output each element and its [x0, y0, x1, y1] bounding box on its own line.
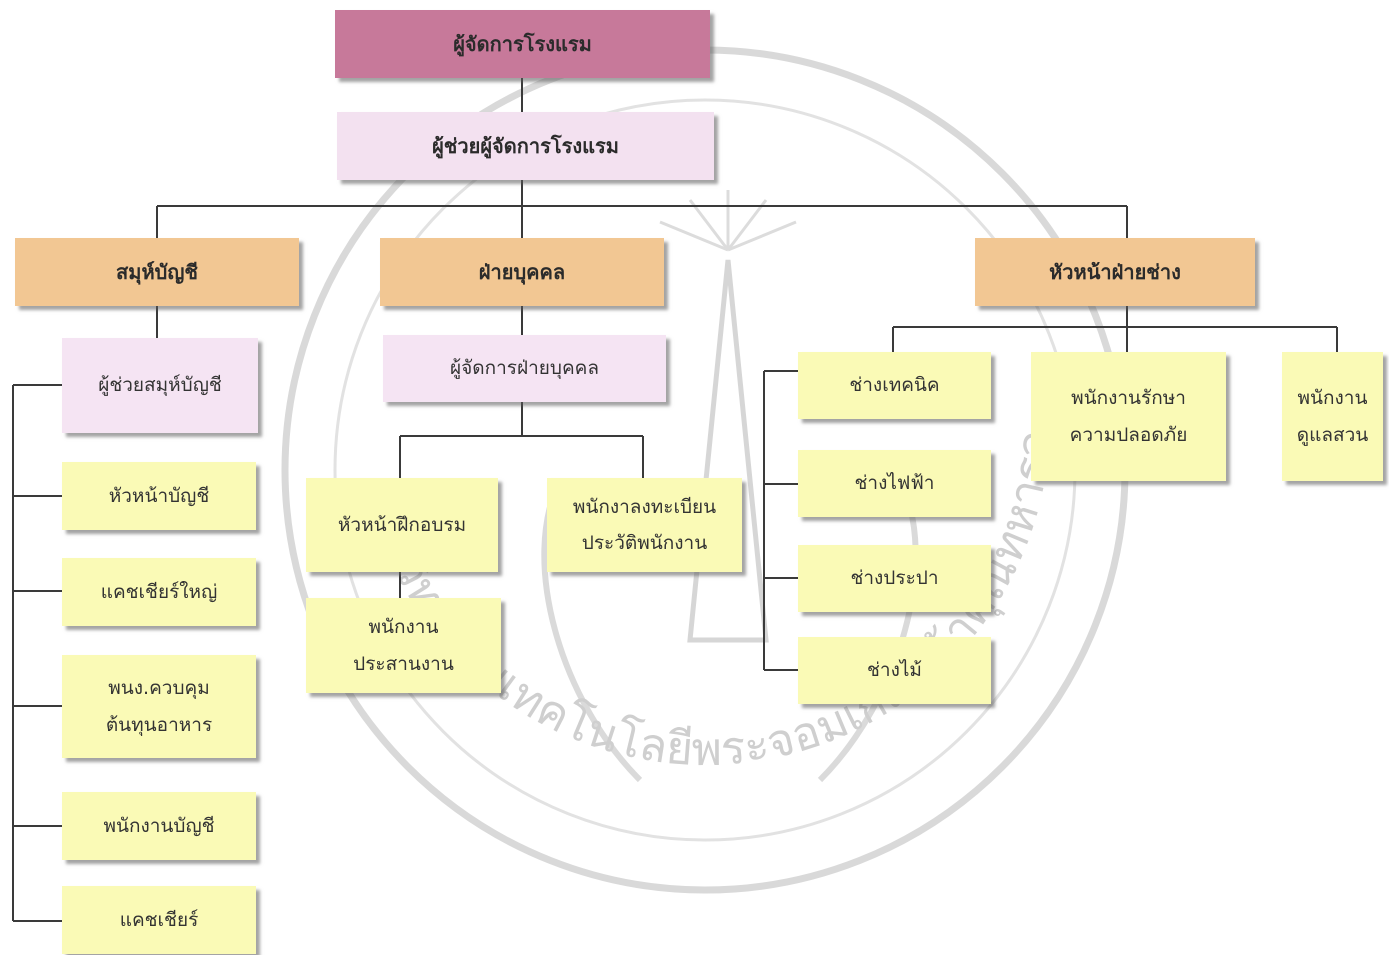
assistant-accounting-box: ผู้ช่วยสมุห์บัญชี [62, 338, 258, 433]
head-cashier-label: แคชเชียร์ใหญ่ [100, 580, 218, 603]
employee-registration-line2: ประวัติพนักงาน [581, 532, 708, 554]
employee-registration-line1: พนักงาลงทะเบียน [572, 495, 717, 518]
coordinator-line2: ประสานงาน [353, 652, 454, 675]
accounting-staff-label: พนักงานบัญชี [103, 814, 215, 837]
accounting-head-label: สมุห์บัญชี [116, 260, 198, 284]
gardener-box: พนักงาน ดูแลสวน [1282, 352, 1383, 481]
hotel-manager-label: ผู้จัดการโรงแรม [453, 32, 592, 56]
technician-label: ช่างเทคนิค [849, 374, 940, 397]
personnel-manager-box: ผู้จัดการฝ่ายบุคคล [383, 335, 666, 402]
plumber-label: ช่างประปา [850, 567, 939, 590]
assistant-manager-box: ผู้ช่วยผู้จัดการโรงแรม [337, 112, 714, 180]
assistant-accounting-label: ผู้ช่วยสมุห์บัญชี [98, 374, 222, 397]
gardener-line2: ดูแลสวน [1296, 423, 1369, 446]
food-cost-controller-box: พนง.ควบคุม ต้นทุนอาหาร [62, 655, 256, 758]
chief-accountant-box: หัวหน้าบัญชี [62, 462, 256, 530]
personnel-dept-box: ฝ่ายบุคคล [380, 238, 664, 306]
coordinator-box: พนักงาน ประสานงาน [306, 598, 501, 693]
assistant-manager-label: ผู้ช่วยผู้จัดการโรงแรม [432, 134, 619, 158]
technician-box: ช่างเทคนิค [798, 352, 991, 419]
food-cost-controller-line1: พนง.ควบคุม [108, 677, 210, 700]
cashier-box: แคชเชียร์ [62, 886, 256, 954]
chief-accountant-label: หัวหน้าบัญชี [108, 484, 210, 507]
gardener-line1: พนักงาน [1297, 387, 1368, 410]
training-head-label: หัวหน้าฝึกอบรม [337, 513, 467, 536]
accounting-staff-box: พนักงานบัญชี [62, 792, 256, 860]
cashier-label: แคชเชียร์ [119, 908, 199, 931]
electrician-box: ช่างไฟฟ้า [798, 450, 991, 517]
security-staff-line1: พนักงานรักษา [1071, 387, 1186, 410]
engineering-head-label: หัวหน้าฝ่ายช่าง [1049, 260, 1181, 284]
security-staff-line2: ความปลอดภัย [1069, 423, 1188, 446]
employee-registration-box: พนักงาลงทะเบียน ประวัติพนักงาน [547, 478, 742, 572]
coordinator-line1: พนักงาน [368, 616, 439, 639]
personnel-manager-label: ผู้จัดการฝ่ายบุคคล [449, 357, 600, 380]
security-staff-box: พนักงานรักษา ความปลอดภัย [1031, 352, 1226, 481]
carpenter-label: ช่างไม้ [867, 659, 922, 682]
training-head-box: หัวหน้าฝึกอบรม [306, 478, 498, 572]
accounting-head-box: สมุห์บัญชี [15, 238, 299, 306]
plumber-box: ช่างประปา [798, 545, 991, 612]
personnel-dept-label: ฝ่ายบุคคล [478, 260, 566, 284]
engineering-head-box: หัวหน้าฝ่ายช่าง [975, 238, 1255, 306]
electrician-label: ช่างไฟฟ้า [854, 472, 935, 495]
carpenter-box: ช่างไม้ [798, 637, 991, 704]
head-cashier-box: แคชเชียร์ใหญ่ [62, 558, 256, 626]
food-cost-controller-line2: ต้นทุนอาหาร [105, 713, 213, 736]
hotel-manager-box: ผู้จัดการโรงแรม [335, 10, 710, 78]
